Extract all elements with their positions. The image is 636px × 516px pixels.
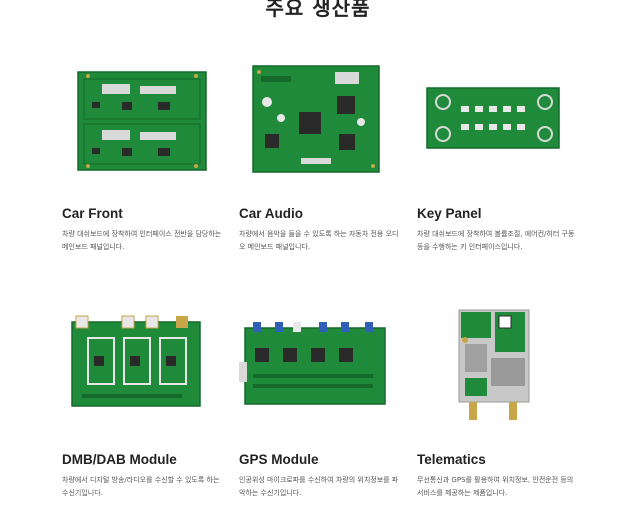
gps-module-pcb-image [239, 318, 399, 410]
car-audio-pcb-image [239, 62, 399, 182]
product-description: 차량 대쉬보드에 장착하여 볼륨조절, 에어컨/히터 구동 등을 수행하는 키 … [417, 230, 575, 251]
product-name: Key Panel [417, 206, 482, 221]
car-front-pcb-image [62, 62, 222, 182]
product-name: GPS Module [239, 452, 319, 467]
section-title: 주요 생산품 [265, 0, 371, 20]
product-description: 차량에서 디지털 방송/라디오를 수신할 수 있도록 하는 수신기입니다. [62, 476, 220, 497]
dmb-dab-module-pcb-image [62, 312, 222, 412]
product-description: 차량 대쉬보드에 장착하여 인터페이스 전반을 담당하는 메인보드 패널입니다. [62, 230, 222, 251]
key-panel-pcb-image [417, 82, 577, 162]
product-name: Car Front [62, 206, 123, 221]
product-description: 무선통신과 GPS를 활용하여 위치정보, 안전운전 등의 서비스를 제공하는 … [417, 476, 574, 497]
product-description: 인공위성 마이크로파를 수신하여 차량의 위치정보를 파악하는 수신기입니다. [239, 476, 399, 497]
product-description: 차량에서 음악을 들을 수 있도록 하는 자동차 전용 오디오 메인보드 패널입… [239, 230, 399, 251]
product-name: DMB/DAB Module [62, 452, 177, 467]
telematics-pcb-image [417, 308, 577, 428]
product-name: Car Audio [239, 206, 303, 221]
product-name: Telematics [417, 452, 486, 467]
